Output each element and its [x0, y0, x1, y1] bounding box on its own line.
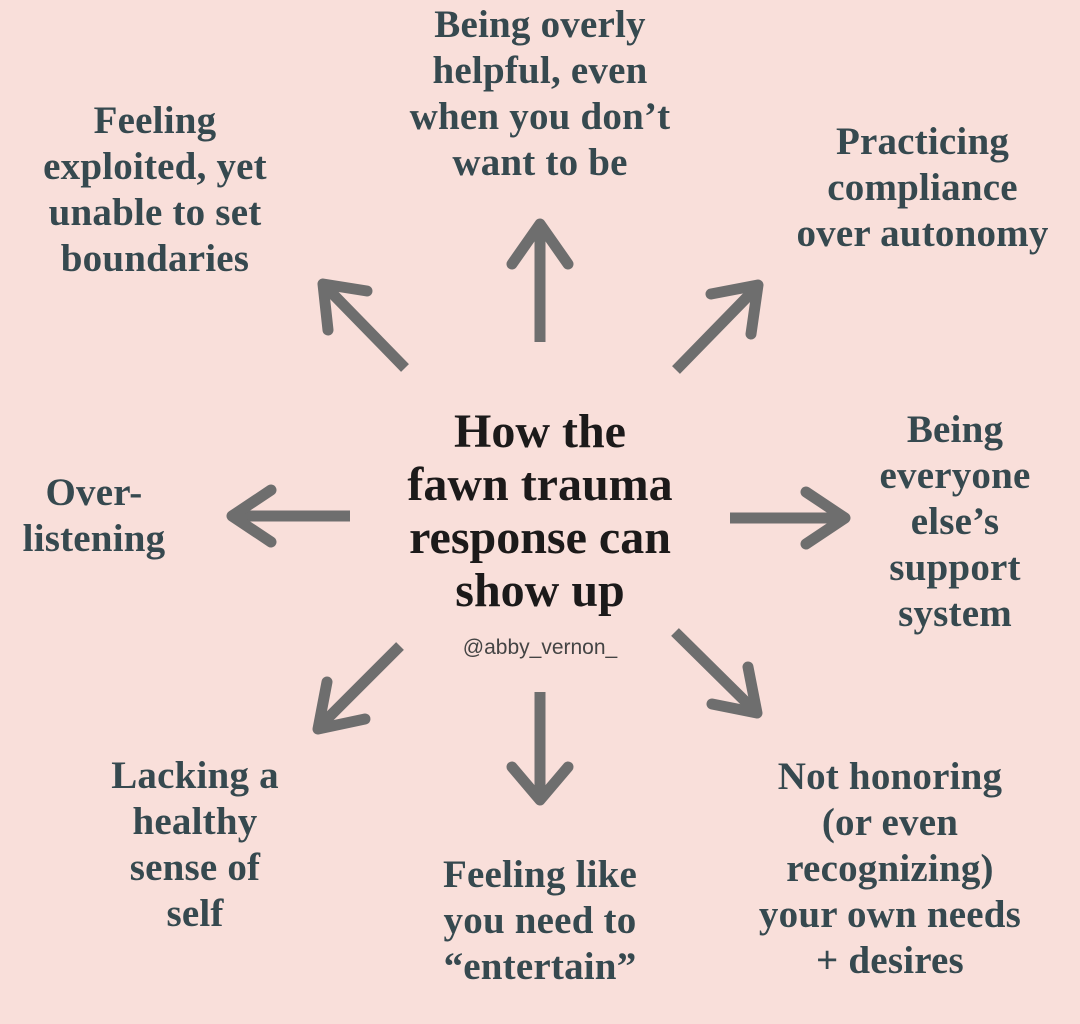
arrow-up-icon [506, 218, 574, 342]
arrow-down-left-icon [312, 642, 404, 735]
arrow-up-left-icon [317, 278, 409, 372]
label-own-needs: Not honoring (or even recognizing) your … [758, 755, 1022, 982]
label-support-system: Being everyone else’s support system [879, 408, 1031, 635]
arrow-down-icon [506, 692, 574, 806]
label-overly-helpful: Being overly helpful, even when you don’… [409, 3, 671, 184]
author-handle: @abby_vernon_ [462, 636, 618, 659]
center-title: How the fawn trauma response can show up [407, 405, 673, 617]
arrow-down-right-icon [671, 628, 763, 719]
label-entertain: Feeling like you need to “entertain” [442, 853, 638, 988]
arrow-right-icon [730, 486, 851, 550]
label-exploited: Feeling exploited, yet unable to set bou… [43, 99, 267, 280]
label-compliance: Practicing compliance over autonomy [796, 120, 1049, 255]
arrow-left-icon [226, 484, 350, 548]
label-sense-of-self: Lacking a healthy sense of self [111, 754, 279, 935]
label-over-listening: Over- listening [22, 471, 166, 560]
arrow-up-right-icon [672, 279, 764, 374]
